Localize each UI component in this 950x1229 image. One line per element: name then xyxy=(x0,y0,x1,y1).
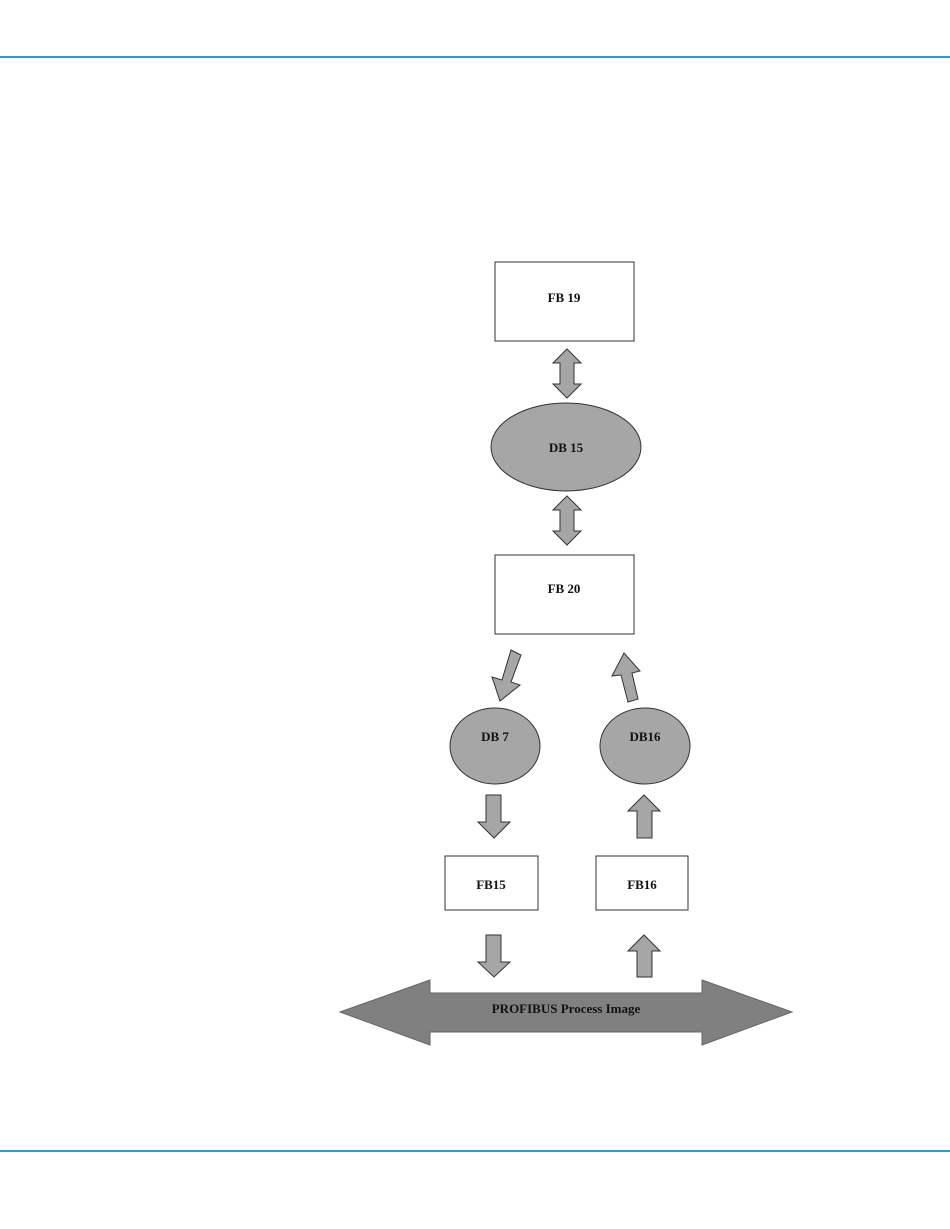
node-fb16-label: FB16 xyxy=(627,877,657,892)
node-fb15: FB15 xyxy=(445,856,538,910)
node-db7: DB 7 xyxy=(450,708,540,784)
node-fb15-label: FB15 xyxy=(476,877,506,892)
node-fb19-label: FB 19 xyxy=(548,290,581,305)
node-db16: DB16 xyxy=(600,708,690,784)
arrow-db16-to-fb20 xyxy=(612,653,640,702)
double-arrow-db15-fb20 xyxy=(553,496,581,545)
node-db16-label: DB16 xyxy=(629,729,661,744)
node-db15-label: DB 15 xyxy=(549,440,584,455)
node-fb16: FB16 xyxy=(596,856,688,910)
node-db15: DB 15 xyxy=(491,403,641,491)
node-fb20: FB 20 xyxy=(495,555,634,634)
arrow-fb15-to-bus xyxy=(478,935,510,977)
node-fb19: FB 19 xyxy=(495,262,634,341)
arrow-db7-to-fb15 xyxy=(478,795,510,838)
arrow-fb16-to-db16 xyxy=(628,795,660,838)
profibus-bus: PROFIBUS Process Image xyxy=(340,980,792,1045)
arrow-fb20-to-db7 xyxy=(492,650,521,701)
double-arrow-fb19-db15 xyxy=(553,349,581,398)
node-fb20-label: FB 20 xyxy=(548,581,581,596)
node-db7-label: DB 7 xyxy=(481,729,509,744)
profibus-bus-label: PROFIBUS Process Image xyxy=(492,1001,641,1016)
arrow-bus-to-fb16 xyxy=(628,935,660,977)
